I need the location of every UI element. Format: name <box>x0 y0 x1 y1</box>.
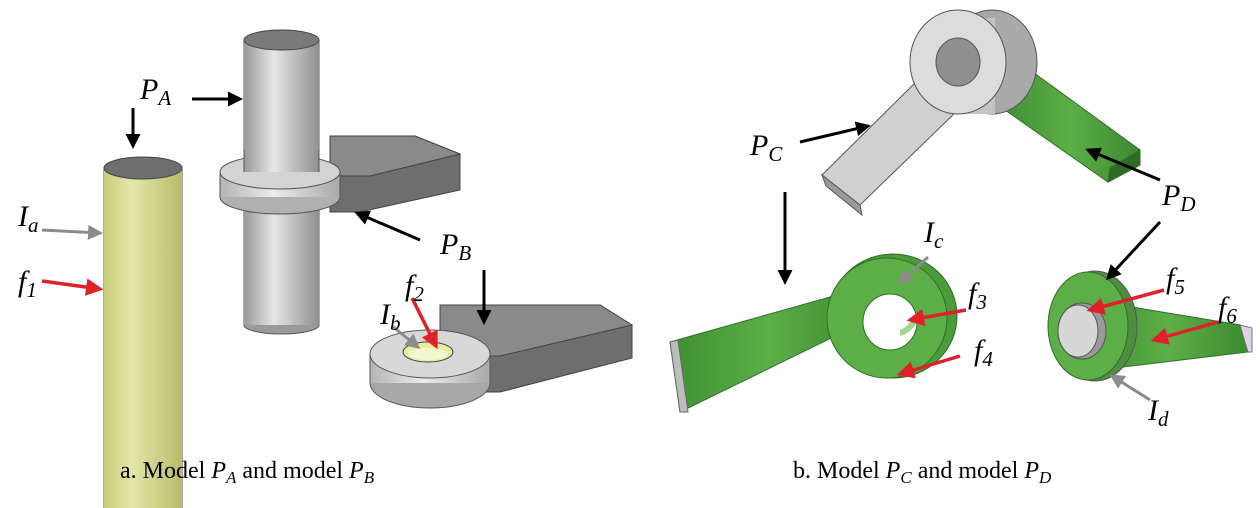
arrow-ic <box>897 255 930 286</box>
yellow-cylinder <box>103 156 183 508</box>
arrow-pd-to-pin-arm <box>1105 220 1162 281</box>
label-f2: f2 <box>405 269 424 306</box>
arrow-pd-to-top-arm <box>1085 147 1161 182</box>
arrow-f5 <box>1086 288 1165 315</box>
upper-lug <box>219 135 462 215</box>
top-assembly <box>820 9 1141 217</box>
caption-a: a. Model PA and model PB <box>120 458 375 487</box>
label-ib: Ib <box>379 298 401 335</box>
label-f4: f4 <box>974 334 993 371</box>
green-ring-arm <box>669 253 958 413</box>
lower-lug <box>369 304 634 409</box>
arrow-f1 <box>41 278 104 296</box>
arrow-ib <box>391 324 421 349</box>
panel-b: PC PD Ic f3 f4 f5 f6 Id b. Model PC and … <box>669 9 1253 487</box>
arrow-pb-to-upper-lug <box>354 210 421 242</box>
arrow-ia <box>41 224 103 240</box>
arrow-id <box>1109 374 1151 402</box>
green-pin-arm <box>1047 270 1253 382</box>
label-pc: PC <box>749 129 783 166</box>
caption-b: b. Model PC and model PD <box>793 458 1052 487</box>
label-pb: PB <box>439 228 471 265</box>
arrow-f2 <box>410 297 438 350</box>
label-pd: PD <box>1161 179 1196 216</box>
panel-a: PA PB Ia f1 Ib f2 a. Model PA and model … <box>17 29 634 508</box>
label-ia: Ia <box>17 200 39 237</box>
arrow-f3 <box>906 308 967 327</box>
arrow-f4 <box>896 354 961 379</box>
label-f6: f6 <box>1218 291 1237 328</box>
arrow-pc-to-top-arm <box>799 121 871 144</box>
label-f5: f5 <box>1166 262 1185 299</box>
label-pa: PA <box>139 73 171 110</box>
label-id: Id <box>1147 394 1169 431</box>
arrow-f6 <box>1150 320 1219 345</box>
label-f3: f3 <box>968 277 987 314</box>
label-f1: f1 <box>18 265 37 302</box>
label-ic: Ic <box>923 216 944 253</box>
